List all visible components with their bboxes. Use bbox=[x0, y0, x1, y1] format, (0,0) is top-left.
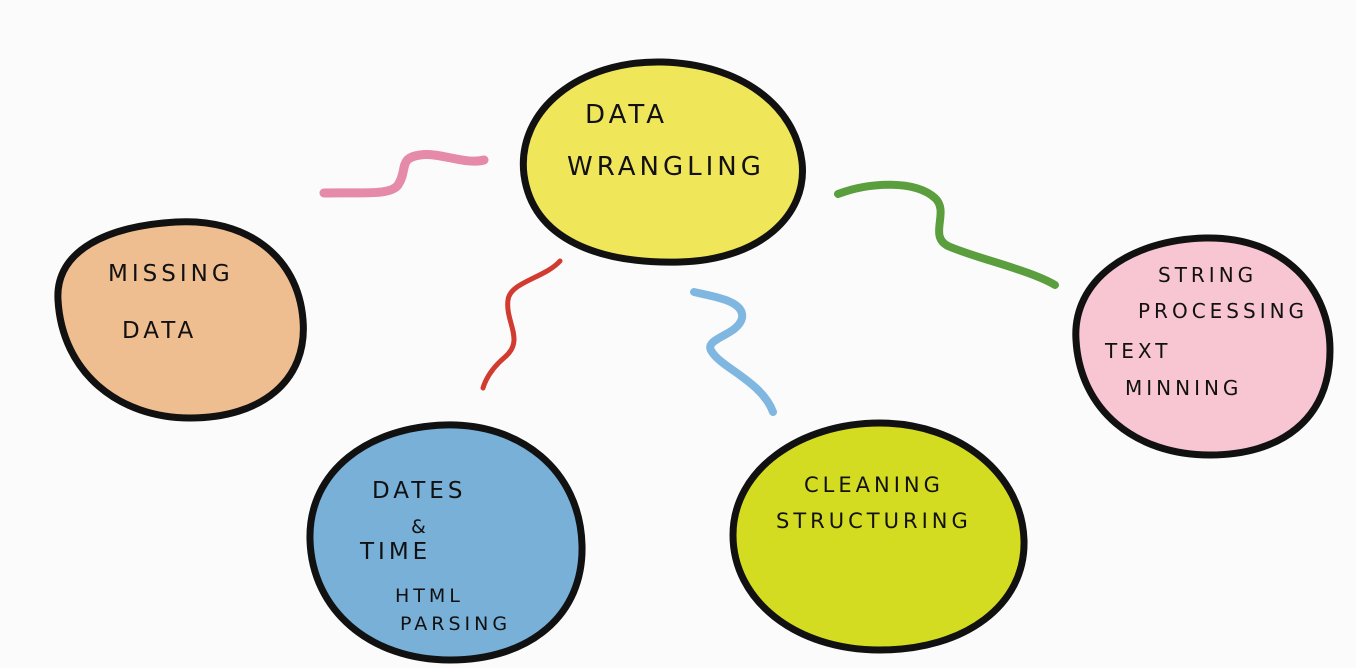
cleaning-connector bbox=[690, 288, 777, 416]
cleaning-label-line-2: STRUCTURING bbox=[776, 509, 972, 533]
string-processing-bubble bbox=[1072, 234, 1334, 459]
dates-time-label-line-1: DATES bbox=[372, 478, 466, 504]
string-processing-label-line-1: STRING bbox=[1158, 263, 1257, 287]
center-node: DATA WRANGLING bbox=[519, 58, 806, 266]
string-processing-connector bbox=[834, 180, 1059, 289]
dates-time-label-line-2: & bbox=[411, 516, 430, 538]
missing-data-bubble bbox=[54, 218, 307, 422]
cleaning-structuring-node: CLEANING STRUCTURING bbox=[729, 419, 1028, 654]
cleaning-label-line-1: CLEANING bbox=[804, 473, 944, 497]
dates-time-bubble bbox=[306, 421, 586, 664]
dates-time-label-line-4: HTML bbox=[395, 585, 464, 607]
string-processing-label-line-4: MINNING bbox=[1125, 376, 1242, 400]
center-node-bubble bbox=[519, 58, 806, 266]
missing-data-label-line-1: MISSING bbox=[108, 261, 234, 287]
dates-time-label-line-5: PARSING bbox=[400, 613, 511, 635]
dates-time-connector bbox=[480, 258, 563, 391]
string-processing-label-line-3: TEXT bbox=[1104, 339, 1171, 363]
missing-data-node: MISSING DATA bbox=[54, 218, 307, 422]
string-processing-node: STRING PROCESSING TEXT MINNING bbox=[1072, 234, 1334, 459]
string-processing-label-line-2: PROCESSING bbox=[1138, 299, 1308, 323]
missing-data-connector bbox=[319, 150, 489, 198]
cleaning-structuring-bubble bbox=[729, 419, 1028, 654]
missing-data-label-line-2: DATA bbox=[122, 318, 197, 344]
dates-time-label-line-3: TIME bbox=[359, 539, 431, 565]
center-label-line-1: DATA bbox=[585, 100, 668, 130]
dates-time-node: DATES & TIME HTML PARSING bbox=[306, 421, 586, 664]
center-label-line-2: WRANGLING bbox=[567, 152, 765, 182]
